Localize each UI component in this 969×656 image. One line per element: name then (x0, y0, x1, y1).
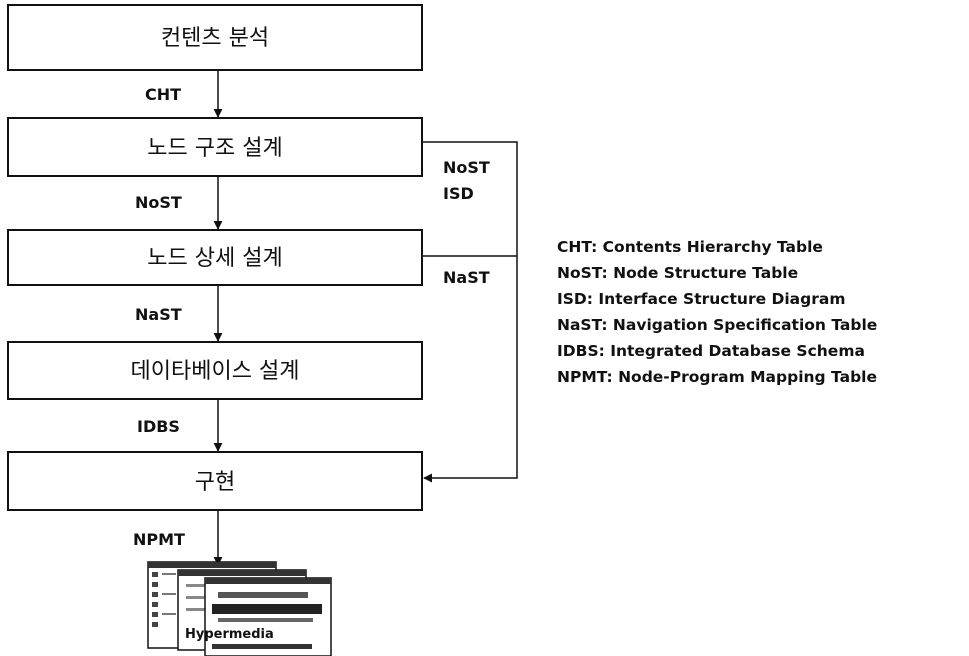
step-box-implementation: 구현 (7, 451, 423, 511)
side-label-isd: ISD (443, 184, 474, 203)
step-label-content-analysis: 컨텐츠 분석 (161, 26, 269, 51)
flow-label-cht: CHT (145, 85, 181, 104)
hypermedia-output-icon: Hypermedia (147, 561, 332, 656)
side-label-nast: NaST (443, 268, 490, 287)
legend-item: IDBS: Integrated Database Schema (557, 342, 865, 360)
side-label-nost: NoST (443, 158, 490, 177)
document-page-front (204, 577, 332, 656)
step-label-database-design: 데이타베이스 설계 (131, 359, 300, 384)
flow-label-nost: NoST (135, 193, 182, 212)
legend-item: CHT: Contents Hierarchy Table (557, 238, 823, 256)
step-box-database-design: 데이타베이스 설계 (7, 341, 423, 400)
flow-label-npmt: NPMT (133, 530, 185, 549)
step-box-node-structure-design: 노드 구조 설계 (7, 117, 423, 177)
legend-item: NPMT: Node-Program Mapping Table (557, 368, 877, 386)
side-connector-line (422, 141, 518, 483)
legend-item: ISD: Interface Structure Diagram (557, 290, 845, 308)
legend-item: NoST: Node Structure Table (557, 264, 798, 282)
flow-label-nast: NaST (135, 305, 182, 324)
legend-item: NaST: Navigation Specification Table (557, 316, 877, 334)
step-box-content-analysis: 컨텐츠 분석 (7, 4, 423, 71)
step-label-node-structure-design: 노드 구조 설계 (147, 136, 282, 161)
step-label-node-detail-design: 노드 상세 설계 (147, 246, 282, 271)
step-box-node-detail-design: 노드 상세 설계 (7, 229, 423, 286)
flow-label-idbs: IDBS (137, 417, 180, 436)
hypermedia-label: Hypermedia (185, 627, 274, 642)
step-label-implementation: 구현 (195, 470, 235, 495)
legend: CHT: Contents Hierarchy Table NoST: Node… (557, 238, 877, 386)
